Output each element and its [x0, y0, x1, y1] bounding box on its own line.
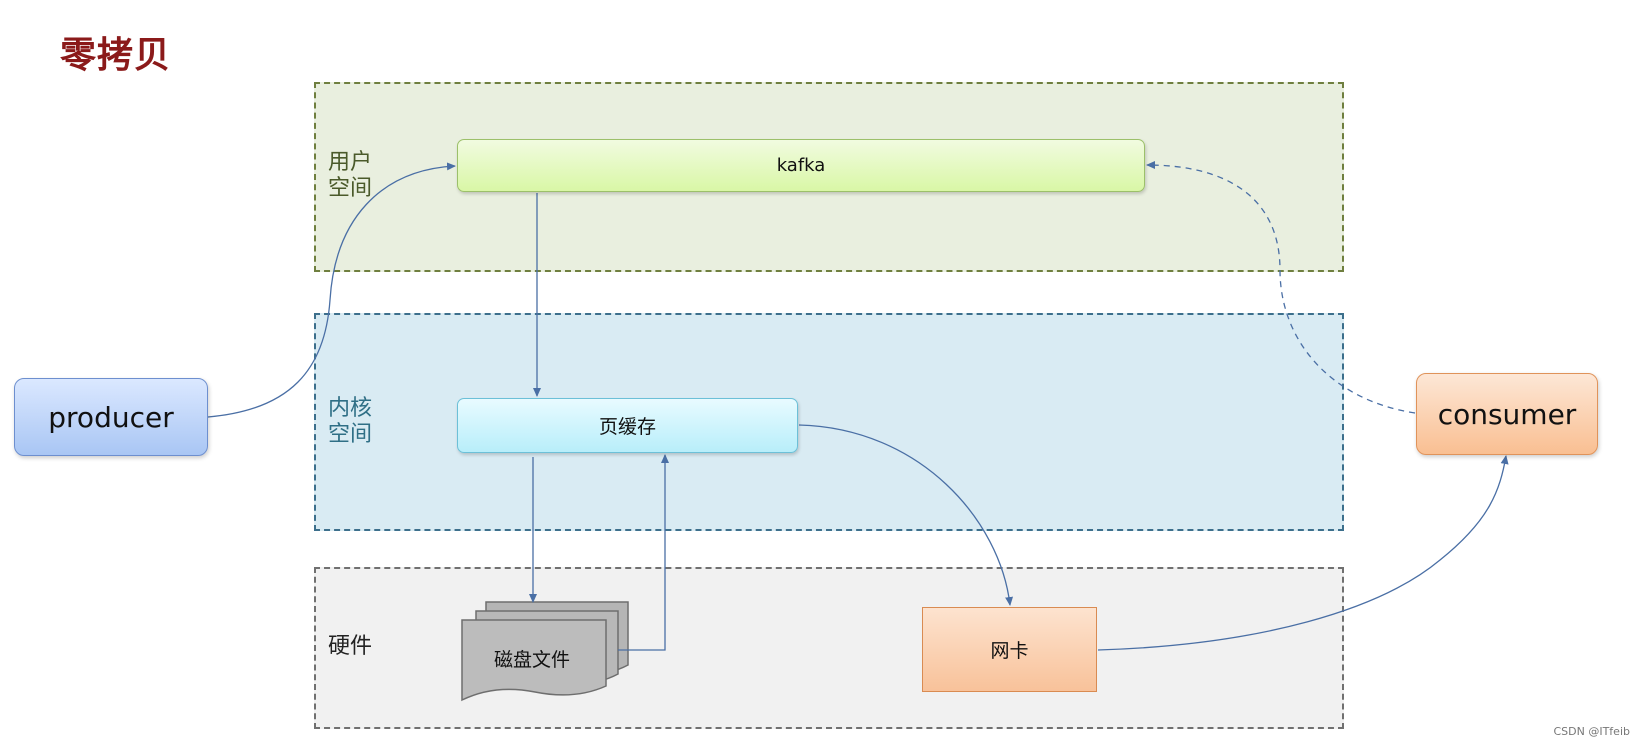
- arrow-disk-to-pagecache: [618, 454, 669, 651]
- page-title: 零拷贝: [60, 35, 172, 76]
- consumer-node: consumer: [1416, 373, 1598, 455]
- kafka-node: kafka: [457, 139, 1145, 192]
- page-cache-node: 页缓存: [457, 398, 798, 453]
- arrow-producer-to-kafka: [207, 162, 456, 418]
- hardware-label: 硬件: [328, 634, 373, 659]
- disk-file-icon: [461, 601, 629, 702]
- producer-node: producer: [14, 378, 208, 456]
- watermark: CSDN @ITfeib: [1553, 725, 1630, 738]
- kernel-space-label: 内核 空间: [328, 396, 373, 447]
- arrow-nic-to-consumer: [1097, 455, 1509, 651]
- nic-node: 网卡: [922, 607, 1097, 692]
- arrow-consumer-to-kafka: [1146, 161, 1416, 414]
- arrow-pagecache-to-nic: [798, 424, 1014, 606]
- user-space-label: 用户 空间: [328, 150, 373, 201]
- disk-file-label: 磁盘文件: [494, 649, 571, 671]
